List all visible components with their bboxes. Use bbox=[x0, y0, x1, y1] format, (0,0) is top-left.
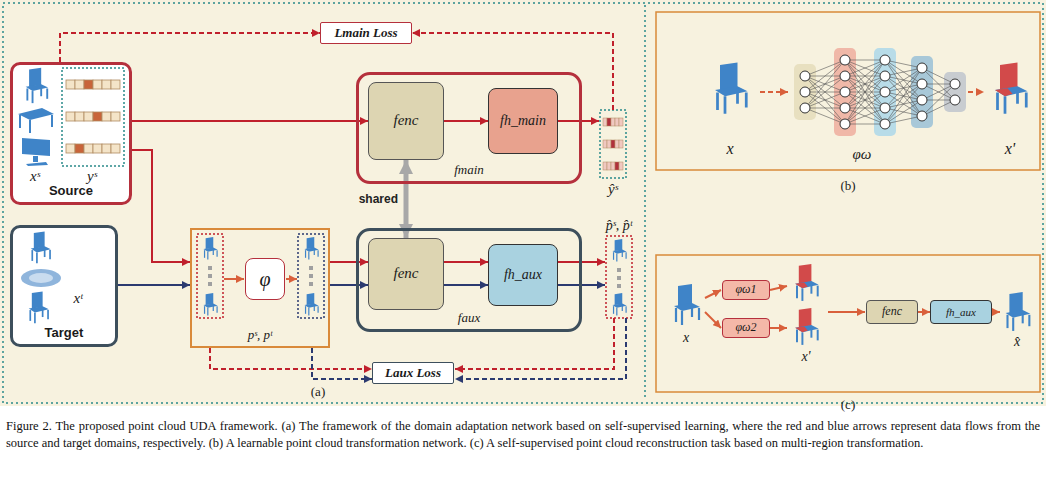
source-shapes bbox=[18, 68, 124, 166]
node-text: φω2 bbox=[735, 321, 756, 335]
target-shapes bbox=[21, 232, 61, 324]
symbol-label: x' bbox=[801, 349, 810, 365]
panel-tag: (c) bbox=[841, 397, 855, 413]
node-text: φω1 bbox=[735, 283, 756, 297]
symbol-label: x bbox=[683, 330, 689, 346]
node-text: Source bbox=[49, 184, 93, 199]
loss-box: Laux Loss bbox=[372, 362, 454, 384]
connector bbox=[118, 284, 190, 286]
connector bbox=[404, 160, 409, 238]
network-group: faux fenc fh_aux bbox=[356, 228, 582, 332]
symbol-label: ŷˢ bbox=[608, 181, 618, 198]
panel-c bbox=[656, 255, 1040, 392]
domain-box: Source bbox=[10, 62, 132, 205]
connector bbox=[330, 261, 368, 263]
head-box: fh_aux bbox=[930, 300, 992, 324]
symbol-label: φω bbox=[853, 146, 872, 163]
node-text: fh_main bbox=[500, 113, 546, 129]
node-text: fenc bbox=[394, 265, 419, 282]
network-group: fmain fenc fh_main bbox=[356, 72, 582, 184]
target-ground bbox=[10, 225, 118, 347]
transform-box: pˢ, pᵗ φ bbox=[190, 228, 330, 348]
connector bbox=[312, 348, 372, 379]
node-text: Target bbox=[45, 326, 84, 341]
connector bbox=[444, 284, 488, 286]
transform-symbol: φ bbox=[245, 258, 285, 300]
symbol-label: xᵗ bbox=[73, 290, 82, 307]
transform-box: φω2 bbox=[722, 318, 770, 338]
panel-tag: (a) bbox=[311, 384, 325, 400]
node-text: Lmain Loss bbox=[334, 26, 397, 41]
flow-arrow bbox=[224, 278, 244, 280]
connector bbox=[444, 261, 488, 263]
head-box: fh_aux bbox=[488, 244, 558, 306]
ground bbox=[0, 0, 1046, 406]
node-text: pˢ, pᵗ bbox=[248, 328, 272, 343]
flow-arrow bbox=[770, 327, 787, 329]
flow-arrow bbox=[558, 120, 599, 122]
panel-tag: (b) bbox=[840, 178, 855, 194]
panel-c-shapes bbox=[674, 264, 1030, 345]
node-text: fmain bbox=[454, 163, 484, 178]
node-text: fenc bbox=[394, 112, 419, 129]
symbol-label: yˢ bbox=[87, 168, 97, 185]
connector bbox=[330, 284, 368, 286]
flow-arrow bbox=[455, 318, 626, 379]
flow-arrows bbox=[224, 33, 1000, 379]
symbol-label: x bbox=[726, 140, 733, 158]
caption: Figure 2. The proposed point cloud UDA f… bbox=[6, 418, 1040, 452]
flow-arrow bbox=[992, 311, 1000, 313]
encoder-box: fenc bbox=[866, 300, 918, 324]
source-ground bbox=[10, 62, 132, 205]
encoder-box: fenc bbox=[368, 238, 444, 310]
node-text: fh_aux bbox=[504, 267, 542, 283]
node-text: fh_aux bbox=[946, 306, 976, 319]
node-text: faux bbox=[458, 311, 480, 326]
connector bbox=[60, 33, 320, 62]
flow-arrow bbox=[705, 312, 721, 328]
flow-arrow bbox=[770, 286, 787, 290]
prediction-vectors bbox=[603, 118, 623, 170]
flow-arrow bbox=[705, 290, 721, 298]
flow-arrow bbox=[455, 318, 614, 369]
flow-arrow bbox=[286, 278, 297, 280]
node-text: φ bbox=[259, 268, 270, 291]
symbol-label: x̂ bbox=[1014, 334, 1020, 350]
connector bbox=[918, 311, 930, 313]
connector bbox=[210, 348, 372, 369]
connector bbox=[132, 150, 190, 262]
symbol-label: p̂ˢ, p̂ᵗ bbox=[606, 218, 632, 234]
flow-arrow bbox=[760, 91, 788, 93]
connector bbox=[132, 120, 368, 122]
panel-b bbox=[656, 12, 1040, 170]
node-text: Laux Loss bbox=[385, 366, 441, 381]
transform-box: φω1 bbox=[722, 280, 770, 300]
symbol-label: x' bbox=[1005, 140, 1016, 158]
node-text: fenc bbox=[882, 305, 902, 319]
network-symbol bbox=[794, 48, 966, 136]
connector bbox=[444, 120, 488, 122]
head-box: fh_main bbox=[488, 88, 558, 154]
domain-box: Target bbox=[10, 225, 118, 347]
symbol-label: xˢ bbox=[30, 168, 40, 185]
flow-arrow bbox=[968, 91, 984, 93]
connector-label: shared bbox=[359, 192, 398, 206]
frame bbox=[3, 3, 1043, 403]
loss-box: Lmain Loss bbox=[320, 22, 412, 44]
separator bbox=[644, 5, 646, 400]
encoder-box: fenc bbox=[368, 82, 444, 160]
flow-arrow bbox=[828, 311, 865, 313]
label-vectors bbox=[66, 80, 120, 153]
